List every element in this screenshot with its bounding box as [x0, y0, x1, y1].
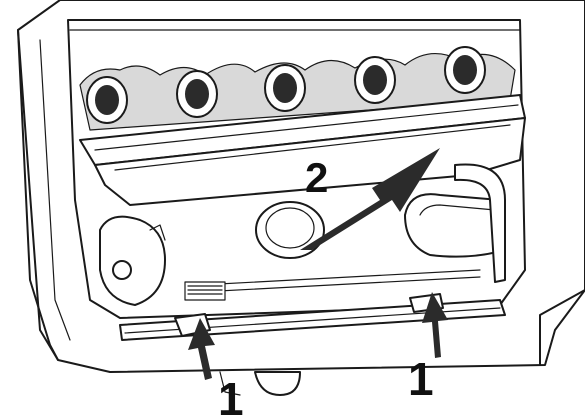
lower-rail — [119, 269, 506, 341]
step-1-right-label: 1 — [408, 353, 434, 405]
step-1-left-label: 1 — [218, 373, 244, 417]
fan-1-icon — [86, 76, 128, 124]
step-1-right-arrow-icon — [422, 292, 448, 358]
step-2-arrow-icon — [300, 148, 440, 250]
fan-row — [79, 46, 516, 131]
bottom-fittings — [219, 371, 301, 396]
fan-2-icon — [176, 70, 218, 118]
fan-4-icon — [354, 56, 396, 104]
fan-5-icon — [444, 46, 486, 94]
left-drum — [99, 215, 166, 306]
u-pipe — [404, 163, 506, 283]
step-1-left-arrow-icon — [188, 318, 215, 380]
drain-cup — [255, 201, 325, 259]
fan-3-icon — [264, 64, 306, 112]
step-2-label: 2 — [305, 154, 328, 201]
